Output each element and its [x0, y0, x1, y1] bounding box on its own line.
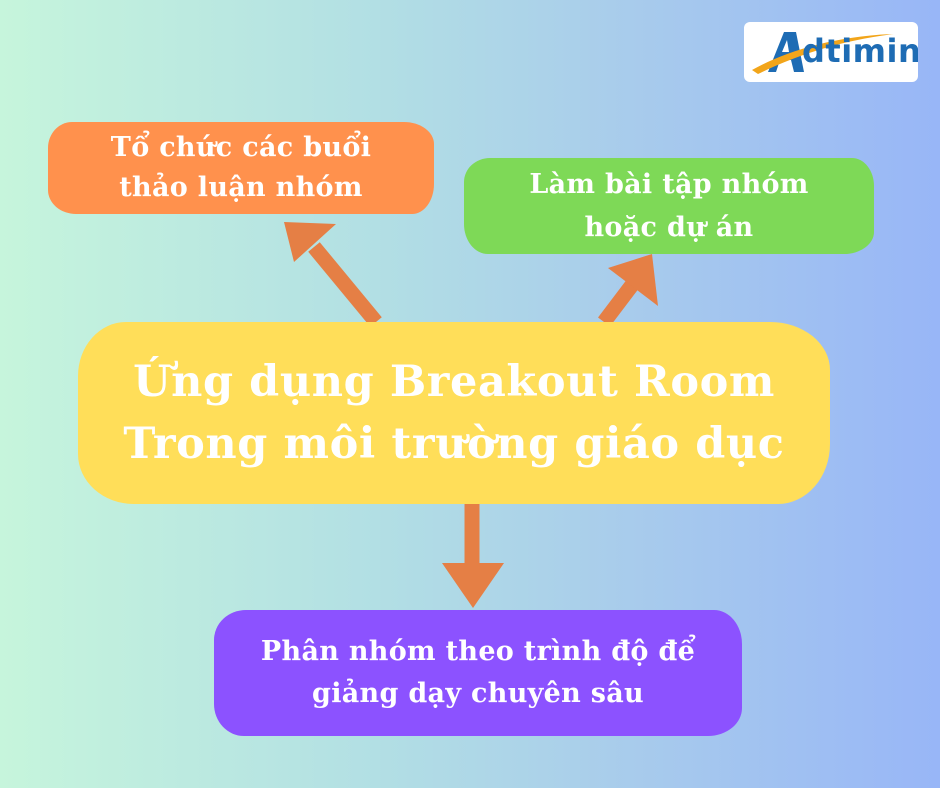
logo-text: dtimin [802, 32, 918, 70]
node-discussion: Tổ chức các buổi thảo luận nhóm [48, 122, 434, 214]
node-discussion-line2: thảo luận nhóm [119, 172, 363, 203]
node-discussion-line1: Tổ chức các buổi [110, 132, 372, 163]
arrow-to-group-work [598, 280, 638, 327]
arrowhead-to-group-work [608, 254, 658, 306]
center-line1: Ứng dụng Breakout Room [132, 357, 775, 407]
node-level-grouping-line1: Phân nhóm theo trình độ để [260, 636, 696, 667]
node-level-grouping-line2: giảng dạy chuyên sâu [312, 678, 644, 709]
node-level-grouping: Phân nhóm theo trình độ để giảng dạy chu… [214, 610, 742, 736]
adtimin-logo: dtimin [744, 22, 918, 82]
node-center-topic: Ứng dụng Breakout Room Trong môi trường … [78, 322, 830, 504]
arrowhead-to-discussion [284, 222, 336, 262]
logo-mark-icon [752, 32, 894, 74]
center-line2: Trong môi trường giáo dục [123, 419, 785, 469]
node-group-work-line1: Làm bài tập nhóm [529, 169, 809, 200]
arrowhead-to-grouping [442, 563, 504, 608]
node-group-work-line2: hoặc dự án [584, 212, 754, 243]
arrow-to-discussion [308, 242, 382, 327]
node-group-work: Làm bài tập nhóm hoặc dự án [464, 158, 874, 254]
